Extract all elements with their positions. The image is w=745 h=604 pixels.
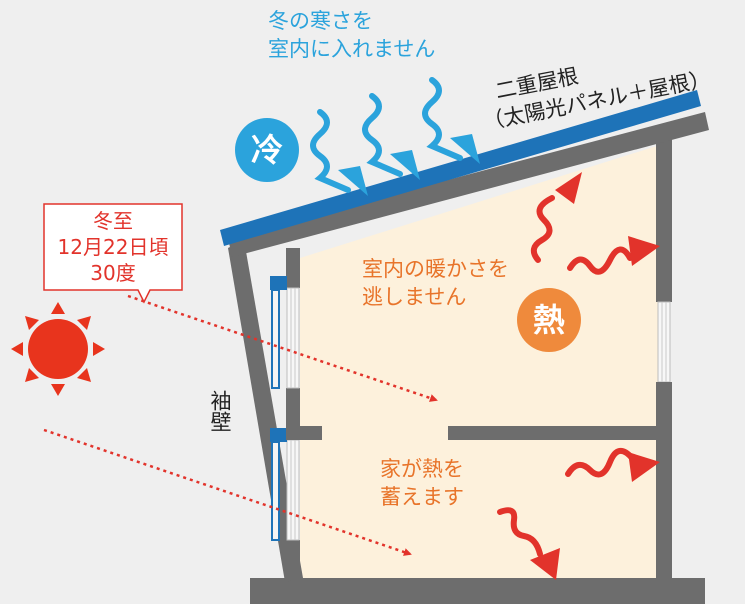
warmth-line2: 逃しません	[362, 285, 466, 309]
store-line2: 蓄えます	[380, 485, 464, 509]
store-line1: 家が熱を	[380, 457, 464, 481]
heat-arrowheads	[530, 172, 660, 580]
solstice-line3: 30度	[90, 261, 135, 285]
cold-badge	[235, 118, 299, 182]
cold-badge-label: 冷	[251, 131, 283, 169]
warmth-line1: 室内の暖かさを	[362, 257, 509, 281]
blind-upper	[271, 289, 280, 389]
solar-panel-roof	[220, 90, 701, 246]
cold-arrowheads	[338, 134, 480, 196]
blind-upper-cap	[270, 276, 287, 290]
sun-icon	[11, 302, 105, 396]
cold-arrows	[310, 77, 463, 193]
floor-slab-right	[448, 426, 670, 440]
window-upper	[286, 287, 300, 389]
heat-badge	[517, 288, 581, 352]
left-wall-top	[286, 248, 300, 288]
floor-slab-left	[286, 426, 322, 440]
cold-message-line2: 室内に入れません	[268, 37, 435, 61]
heat-badge-label: 熱	[533, 301, 565, 339]
ground-slab	[250, 578, 705, 604]
solstice-line1: 冬至	[93, 209, 133, 233]
blind-lower-cap	[270, 428, 287, 442]
left-wall-bottom	[286, 540, 300, 580]
right-window	[657, 301, 671, 383]
heat-arrows	[497, 195, 635, 557]
cold-message-line1: 冬の寒さを	[268, 9, 373, 33]
right-wall-bottom	[656, 382, 672, 580]
inner-roof	[228, 112, 709, 257]
window-lower	[286, 439, 300, 541]
solstice-callout	[43, 203, 183, 304]
right-wall-top	[656, 134, 672, 302]
sleeve-wall-label: 袖壁	[208, 390, 232, 432]
blind-lower	[271, 441, 280, 541]
sleeve-wall	[228, 240, 303, 582]
solstice-line2: 12月22日頃	[58, 235, 169, 259]
sun-rays	[43, 294, 438, 556]
